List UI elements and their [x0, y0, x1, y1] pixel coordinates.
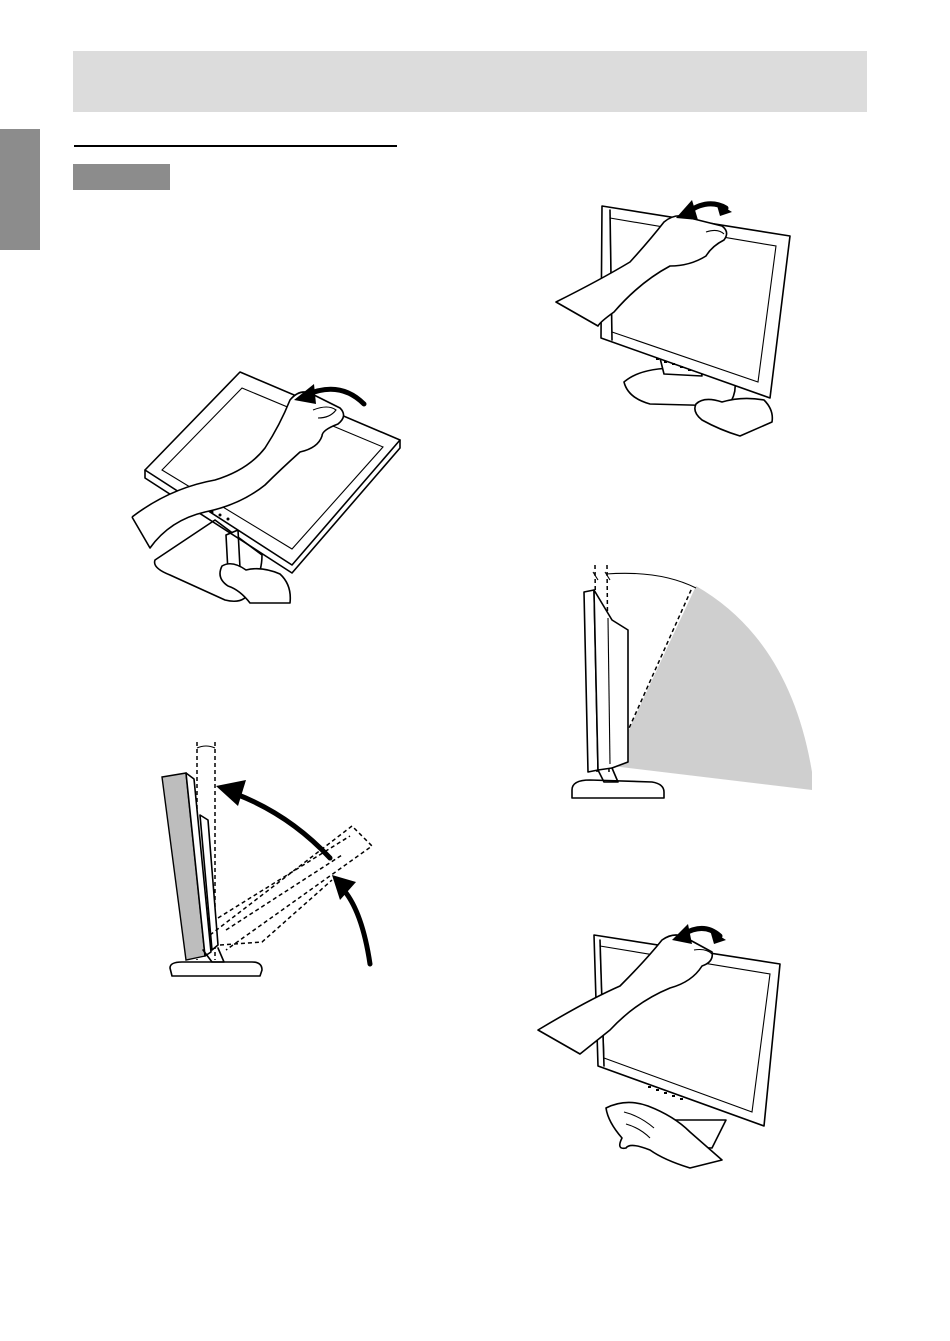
monitor-top-adjust-illustration [550, 190, 800, 445]
chapter-side-tab [0, 129, 40, 250]
section-rule [74, 145, 397, 147]
monitor-side-raise-illustration [158, 735, 383, 980]
page-header-bar [73, 51, 867, 112]
monitor-fold-illustration [125, 365, 415, 615]
monitor-tilt-range-illustration [565, 560, 820, 805]
section-label-box [73, 164, 170, 190]
monitor-two-hand-adjust-illustration [535, 920, 785, 1175]
tilt-range-sector [612, 586, 812, 790]
